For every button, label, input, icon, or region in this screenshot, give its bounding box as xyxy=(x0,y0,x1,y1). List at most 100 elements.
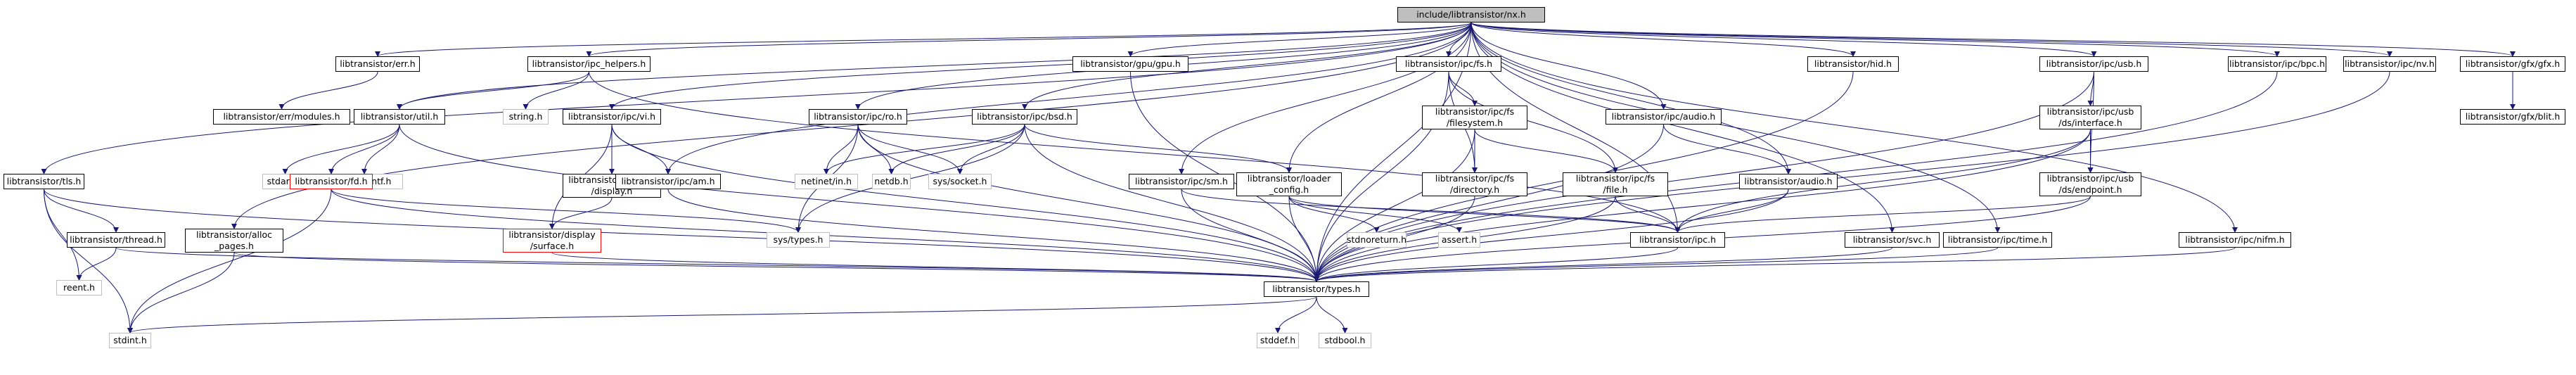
node-label: /ds/endpoint.h xyxy=(2058,184,2122,195)
node-label: /ds/interface.h xyxy=(2058,117,2122,128)
node-ipc-usb[interactable]: libtransistor/ipc/usb.h xyxy=(2039,56,2148,72)
edge-nx-to-hid xyxy=(1470,22,1856,57)
node-hid[interactable]: libtransistor/hid.h xyxy=(1807,56,1899,72)
node-stdnoreturn: stdnoreturn.h xyxy=(1347,232,1406,248)
node-ipc-audio[interactable]: libtransistor/ipc/audio.h xyxy=(1606,109,1722,125)
edge-svc-to-types xyxy=(1314,247,1892,282)
node-label: libtransistor/ipc/bpc.h xyxy=(2229,58,2326,69)
node-display-surface[interactable]: libtransistor/display/surface.h xyxy=(503,229,601,253)
node-label: libtransistor/ipc/ro.h xyxy=(814,111,902,122)
node-loader-config[interactable]: libtransistor/loader_config.h xyxy=(1236,172,1342,196)
node-label: libtransistor/ipc/audio.h xyxy=(1611,111,1716,122)
edge-usb-ds-interface-to-ipc xyxy=(1674,129,2091,233)
node-nx[interactable]: include/libtransistor/nx.h xyxy=(1397,7,1545,23)
node-label: libtransistor/gfx/gfx.h xyxy=(2465,58,2561,69)
node-label: libtransistor/gpu/gpu.h xyxy=(1080,58,1181,69)
edge-ipc-bsd-to-netdb xyxy=(888,124,1025,174)
edge-loader-config-to-stdnoreturn xyxy=(1288,196,1380,233)
node-alloc-pages[interactable]: libtransistor/alloc_pages.h xyxy=(185,229,283,253)
node-label: libtransistor/types.h xyxy=(1272,284,1361,294)
node-label: string.h xyxy=(508,111,543,122)
node-ipc-am[interactable]: libtransistor/ipc/am.h xyxy=(615,174,721,189)
node-label: /directory.h xyxy=(1449,184,1500,195)
node-gfx[interactable]: libtransistor/gfx/gfx.h xyxy=(2460,56,2565,72)
node-fd[interactable]: libtransistor/fd.h xyxy=(290,174,373,189)
node-gfx-blit[interactable]: libtransistor/gfx/blit.h xyxy=(2460,109,2565,125)
node-ipc-sm[interactable]: libtransistor/ipc/sm.h xyxy=(1129,174,1234,189)
node-label: libtransistor/tls.h xyxy=(6,176,82,186)
node-ipc-fs-filesystem[interactable]: libtransistor/ipc/fs/filesystem.h xyxy=(1422,106,1527,129)
edge-nx-to-ipc-nifm xyxy=(1470,22,2238,233)
node-label: libtransistor/err.h xyxy=(340,58,416,69)
node-label: libtransistor/ipc/am.h xyxy=(621,176,715,186)
node-label: libtransistor/ipc/fs xyxy=(1435,106,1515,117)
edge-tls-to-thread xyxy=(44,189,119,233)
edge-fd-to-stdint xyxy=(127,189,332,333)
node-usb-ds-interface[interactable]: libtransistor/ipc/usb/ds/interface.h xyxy=(2039,106,2141,129)
node-usb-ds-endpoint[interactable]: libtransistor/ipc/usb/ds/endpoint.h xyxy=(2039,172,2141,196)
node-ipc-fs-file[interactable]: libtransistor/ipc/fs/file.h xyxy=(1563,172,1668,196)
edge-nx-to-ipc-am xyxy=(665,22,1472,174)
edge-ipc-fs-to-ipc-fs-file xyxy=(1448,71,1618,173)
edge-nx-to-tls xyxy=(41,22,1472,174)
edge-util-to-stdarg xyxy=(282,124,400,174)
edge-nx-to-util xyxy=(397,22,1472,110)
node-ipc-bsd[interactable]: libtransistor/ipc/bsd.h xyxy=(972,109,1077,125)
edge-ipc-vi-to-types xyxy=(611,124,1319,282)
node-ipc-helpers[interactable]: libtransistor/ipc_helpers.h xyxy=(527,56,651,72)
edge-nx-to-audio xyxy=(1470,22,1791,174)
node-ipc-fs[interactable]: libtransistor/ipc/fs.h xyxy=(1396,56,1501,72)
node-ipc-ro[interactable]: libtransistor/ipc/ro.h xyxy=(809,109,907,125)
node-label: libtransistor/display xyxy=(508,229,596,240)
edge-ipc-to-types xyxy=(1314,247,1678,282)
node-ipc-time[interactable]: libtransistor/ipc/time.h xyxy=(1943,232,2052,248)
edge-ipc-audio-to-audio xyxy=(1663,124,1791,174)
edge-nx-to-err xyxy=(375,22,1472,57)
node-ipc-bpc[interactable]: libtransistor/ipc/bpc.h xyxy=(2228,56,2326,72)
node-err[interactable]: libtransistor/err.h xyxy=(335,56,420,72)
node-label: sys/socket.h xyxy=(933,176,987,186)
node-audio[interactable]: libtransistor/audio.h xyxy=(1739,174,1838,189)
node-label: libtransistor/hid.h xyxy=(1814,58,1892,69)
edge-util-to-types xyxy=(399,124,1319,282)
node-label: /file.h xyxy=(1603,184,1628,195)
node-ipc-nv[interactable]: libtransistor/ipc/nv.h xyxy=(2343,56,2436,72)
edge-alloc-pages-to-stdint xyxy=(127,252,235,333)
node-ipc-fs-directory[interactable]: libtransistor/ipc/fs/directory.h xyxy=(1422,172,1527,196)
node-label: libtransistor/ipc/vi.h xyxy=(568,111,656,122)
edge-loader-config-to-assert xyxy=(1288,196,1462,233)
node-label: libtransistor/err/modules.h xyxy=(223,111,340,122)
edge-nx-to-ipc-time xyxy=(1470,22,2001,233)
edge-usb-ds-endpoint-to-ipc xyxy=(1674,196,2091,233)
node-label: libtransistor/loader xyxy=(1247,173,1331,184)
node-label: assert.h xyxy=(1441,234,1478,245)
node-thread[interactable]: libtransistor/thread.h xyxy=(67,232,165,248)
node-netinet-in: netinet/in.h xyxy=(795,174,858,189)
edge-ipc-helpers-to-string xyxy=(523,71,589,110)
edge-types-to-stdbool xyxy=(1316,296,1348,333)
edge-ipc-ro-to-types xyxy=(857,124,1319,282)
edge-err-to-err-modules xyxy=(278,71,378,110)
edge-ipc-am-to-types xyxy=(667,189,1319,282)
node-label: libtransistor/gfx/blit.h xyxy=(2465,111,2561,122)
node-ipc-nifm[interactable]: libtransistor/ipc/nifm.h xyxy=(2179,232,2291,248)
node-label: _pages.h xyxy=(214,241,254,251)
node-label: stddef.h xyxy=(1260,335,1296,345)
edge-audio-to-types xyxy=(1314,189,1789,282)
node-svc[interactable]: libtransistor/svc.h xyxy=(1845,232,1940,248)
node-label: stdint.h xyxy=(113,335,147,345)
node-tls[interactable]: libtransistor/tls.h xyxy=(4,174,84,189)
edge-ipc-nifm-to-types xyxy=(1314,247,2236,282)
edge-ipc-fs-filesystem-to-ipc-fs-file xyxy=(1474,129,1618,173)
node-util[interactable]: libtransistor/util.h xyxy=(354,109,445,125)
node-label: libtransistor/ipc/usb xyxy=(2046,106,2134,117)
edge-display-display-to-display-surface xyxy=(549,197,613,229)
node-ipc-vi[interactable]: libtransistor/ipc/vi.h xyxy=(563,109,661,125)
node-types[interactable]: libtransistor/types.h xyxy=(1264,281,1369,297)
edge-ipc-helpers-to-util xyxy=(397,71,589,110)
node-ipc[interactable]: libtransistor/ipc.h xyxy=(1630,232,1725,248)
edge-nx-to-alloc-pages xyxy=(231,22,1472,229)
node-err-modules[interactable]: libtransistor/err/modules.h xyxy=(213,109,350,125)
node-gpu[interactable]: libtransistor/gpu/gpu.h xyxy=(1072,56,1188,72)
